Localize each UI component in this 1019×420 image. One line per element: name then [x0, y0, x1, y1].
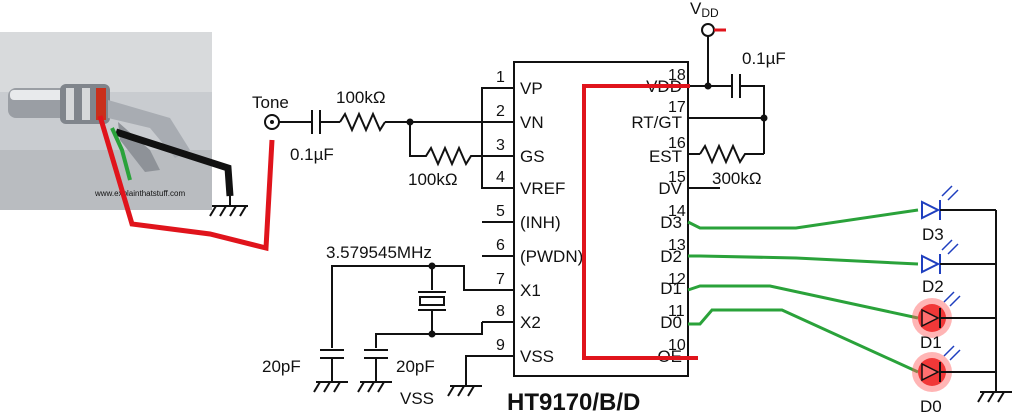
- svg-text:3: 3: [496, 137, 505, 154]
- svg-text:RT/GT: RT/GT: [631, 113, 682, 132]
- svg-text:14: 14: [668, 203, 686, 220]
- svg-text:13: 13: [668, 237, 686, 254]
- pin-1: 1 VP: [482, 69, 543, 98]
- feedback-resistor-label: 100kΩ: [408, 170, 458, 189]
- svg-text:D1: D1: [660, 279, 682, 298]
- crystal-label: 3.579545MHz: [326, 243, 432, 262]
- svg-text:D0: D0: [660, 313, 682, 332]
- capacitor-x1: [320, 349, 344, 382]
- svg-text:9: 9: [496, 337, 505, 354]
- est-resistor-label: 300kΩ: [712, 169, 762, 188]
- crystal-oscillator: [418, 291, 446, 311]
- vdd-oe-red-wire: [582, 84, 698, 360]
- tone-red-wire: [97, 115, 275, 252]
- pin-15: DV 15: [658, 169, 720, 198]
- svg-text:X1: X1: [520, 281, 541, 300]
- vdd-decoupling-capacitor: [731, 74, 741, 98]
- ground-symbol-leds: [977, 391, 1012, 403]
- svg-text:10: 10: [668, 337, 686, 354]
- input-resistor-label: 100kΩ: [336, 88, 386, 107]
- svg-text:12: 12: [668, 271, 686, 288]
- output-green-wires: [687, 208, 919, 374]
- capacitor-x1-label: 20pF: [262, 357, 301, 376]
- photo-watermark: www.explainthatstuff.com: [94, 189, 185, 198]
- audio-jack-photo: www.explainthatstuff.com: [0, 32, 212, 210]
- ht9170-chip-body: [513, 61, 689, 377]
- svg-text:5: 5: [496, 203, 505, 220]
- chip-right-pins: VDD 18 RT/GT 17 EST 16 DV 15 D3 14 D2 13…: [631, 67, 764, 366]
- ground-symbol-x2: [357, 381, 392, 393]
- svg-text:D1: D1: [920, 333, 942, 352]
- ground-symbol-vss: [447, 385, 482, 397]
- pin-6: 6 (PWDN): [482, 237, 583, 266]
- svg-text:18: 18: [668, 67, 686, 84]
- pin-12: D1 12: [660, 271, 686, 298]
- capacitor-x2-label: 20pF: [396, 357, 435, 376]
- svg-text:(INH): (INH): [520, 213, 561, 232]
- ground-symbol-x1: [313, 381, 348, 393]
- pin-11: D0 11: [660, 303, 684, 332]
- svg-text:GS: GS: [520, 147, 545, 166]
- svg-text:VP: VP: [520, 79, 543, 98]
- svg-text:11: 11: [668, 303, 685, 320]
- vdd-capacitor-label: 0.1µF: [742, 49, 786, 68]
- svg-text:DV: DV: [658, 179, 682, 198]
- input-capacitor: [311, 110, 321, 134]
- vdd-terminal: [701, 23, 715, 37]
- svg-text:D0: D0: [920, 397, 942, 416]
- ground-symbol-jack: [209, 196, 248, 217]
- svg-text:D3: D3: [660, 213, 682, 232]
- svg-text:VSS: VSS: [520, 347, 554, 366]
- svg-text:16: 16: [668, 135, 686, 152]
- input-capacitor-label: 0.1µF: [290, 145, 334, 164]
- svg-text:D2: D2: [922, 277, 944, 296]
- pin-14: D3 14: [660, 203, 686, 232]
- input-resistor: [339, 111, 386, 133]
- led-d0: D0: [912, 345, 996, 416]
- pin-4: 4 VREF: [496, 169, 565, 198]
- pin-16: EST 16: [649, 135, 700, 166]
- svg-text:1: 1: [496, 69, 505, 86]
- svg-text:17: 17: [668, 99, 686, 116]
- svg-text:7: 7: [496, 271, 505, 288]
- capacitor-x2: [364, 349, 388, 382]
- feedback-resistor: [409, 122, 514, 167]
- svg-text:X2: X2: [520, 313, 541, 332]
- led-d3: D3: [921, 185, 996, 244]
- chip-part-number: HT9170/B/D: [507, 389, 640, 416]
- pin-7: 7 X1: [482, 271, 541, 300]
- svg-text:2: 2: [496, 103, 505, 120]
- tone-label: Tone: [252, 93, 289, 112]
- svg-text:6: 6: [496, 237, 505, 254]
- svg-text:VN: VN: [520, 113, 544, 132]
- pin-3: 3 GS: [496, 137, 545, 166]
- pin-9: 9 VSS: [482, 337, 554, 366]
- pin-17: RT/GT 17: [631, 99, 764, 132]
- pin-2: 2 VN: [496, 103, 544, 132]
- svg-text:VREF: VREF: [520, 179, 565, 198]
- svg-text:D3: D3: [922, 225, 944, 244]
- vss-label: VSS: [400, 389, 434, 408]
- vdd-label: VDD: [690, 0, 719, 20]
- svg-text:8: 8: [496, 303, 505, 320]
- svg-text:15: 15: [668, 169, 686, 186]
- svg-text:D2: D2: [660, 247, 682, 266]
- pin-8: 8 X2: [482, 303, 541, 332]
- svg-text:EST: EST: [649, 147, 682, 166]
- jack-ground-wire: [114, 128, 234, 197]
- jack-green-wire: [110, 127, 132, 181]
- svg-text:(PWDN): (PWDN): [520, 247, 583, 266]
- led-d1: D1: [912, 291, 996, 352]
- led-d2: D2: [921, 239, 996, 296]
- svg-text:4: 4: [496, 169, 505, 186]
- pin-13: D2 13: [660, 237, 686, 266]
- est-resistor: [699, 143, 764, 165]
- pin-5: 5 (INH): [482, 203, 561, 232]
- chip-left-pins: 1 VP 2 VN 3 GS 4 VREF 5 (INH) 6 (PWDN) 7…: [482, 69, 583, 366]
